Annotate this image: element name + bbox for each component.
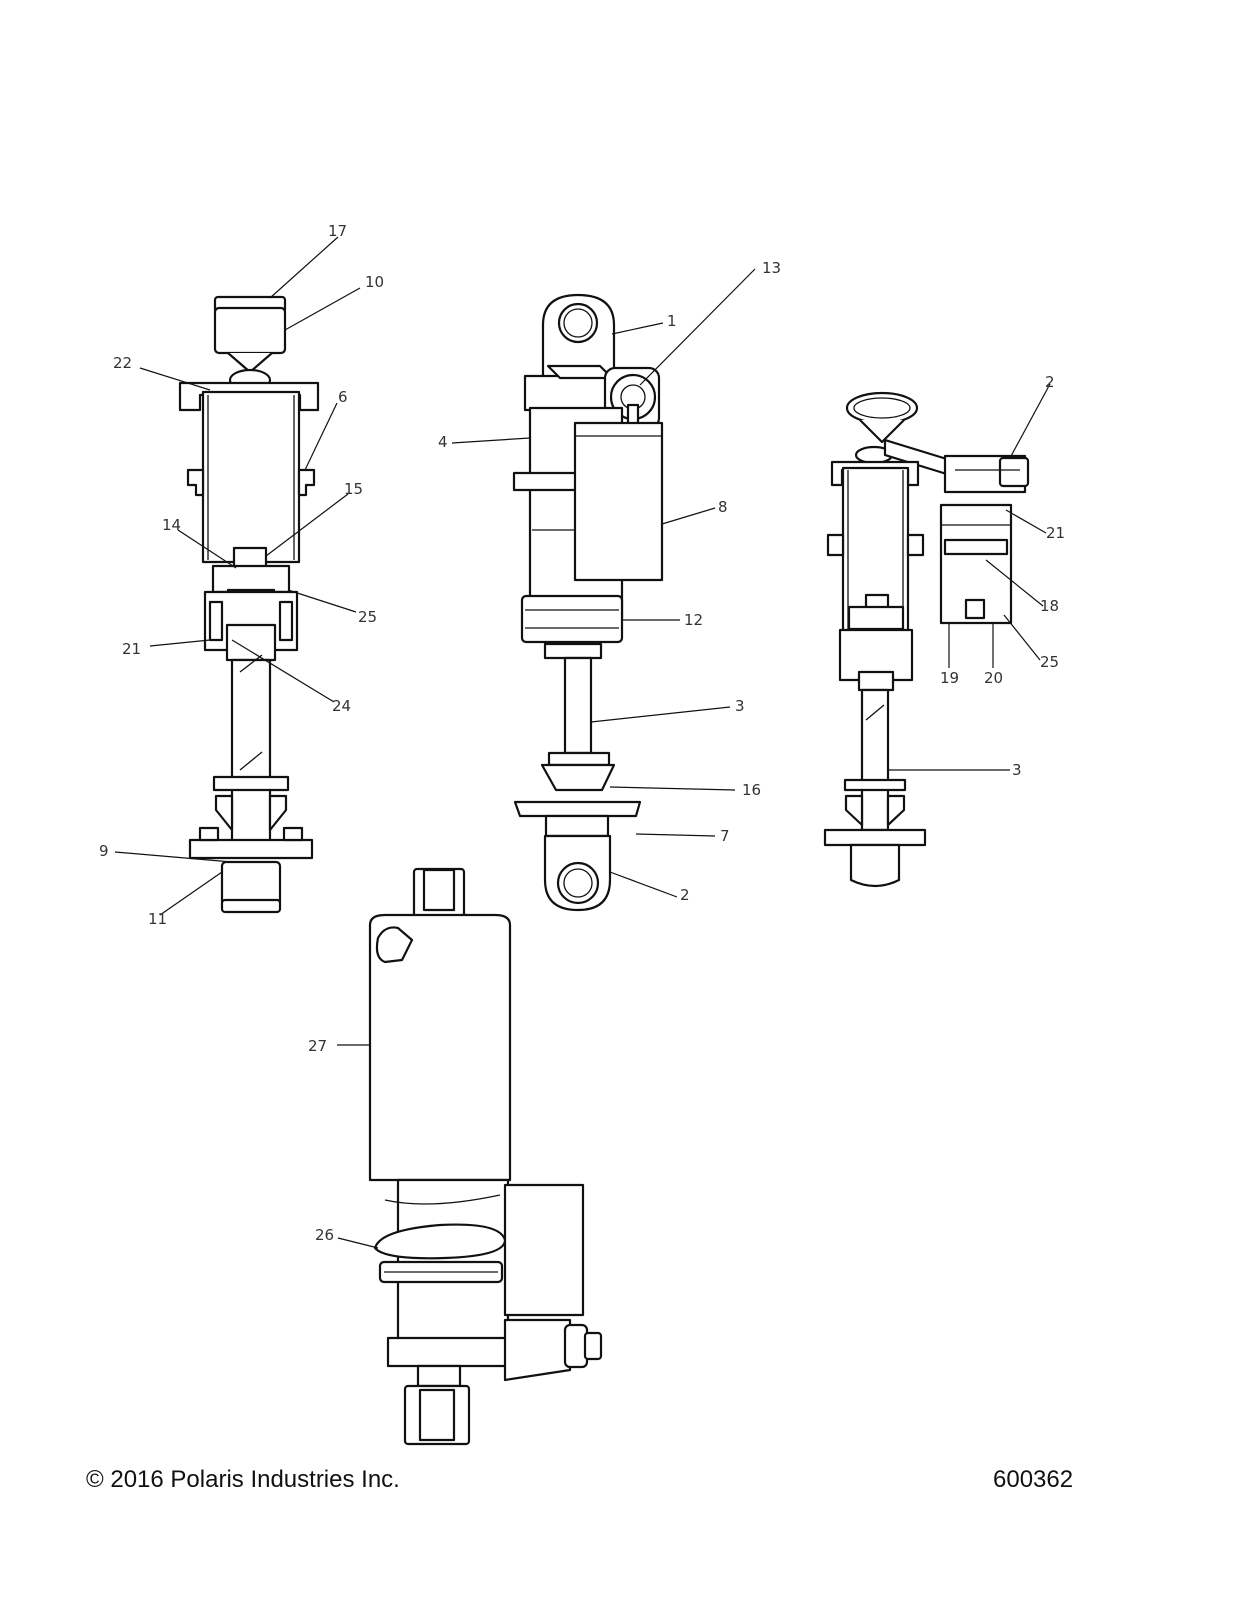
callout-8: 8	[718, 498, 728, 516]
callout-11: 11	[148, 910, 167, 928]
center-shock-assembled	[512, 293, 664, 912]
drawing-number: 600362	[993, 1466, 1074, 1493]
callout-22: 22	[113, 354, 132, 372]
callout-25-left: 25	[358, 608, 377, 626]
callout-9: 9	[99, 842, 109, 860]
callout-10: 10	[365, 273, 384, 291]
callout-16: 16	[742, 781, 761, 799]
callout-2-center: 2	[680, 886, 690, 904]
callout-labels: 17 10 22 6 15 14 25 21 24 9 11 1 13 4 8 …	[99, 222, 1065, 1244]
callout-24: 24	[332, 697, 351, 715]
callout-21-left: 21	[122, 640, 141, 658]
callout-2-right: 2	[1045, 373, 1055, 391]
callout-21-right: 21	[1046, 524, 1065, 542]
callout-26: 26	[315, 1226, 334, 1244]
callout-4: 4	[438, 433, 448, 451]
bottom-shock-assembled	[368, 867, 603, 1446]
right-shock-section	[823, 391, 1030, 888]
callout-18: 18	[1040, 597, 1059, 615]
callout-15: 15	[344, 480, 363, 498]
callout-6: 6	[338, 388, 348, 406]
callout-19: 19	[940, 669, 959, 687]
callout-20: 20	[984, 669, 1003, 687]
callout-17: 17	[328, 222, 347, 240]
callout-27: 27	[308, 1037, 327, 1055]
callout-7: 7	[720, 827, 730, 845]
left-shock-section	[178, 295, 320, 914]
callout-12: 12	[684, 611, 703, 629]
leader-lines	[114, 236, 1051, 1249]
callout-14: 14	[162, 516, 181, 534]
callout-13: 13	[762, 259, 781, 277]
copyright-notice: © 2016 Polaris Industries Inc.	[86, 1466, 400, 1493]
callout-3-right: 3	[1012, 761, 1022, 779]
callout-3-center: 3	[735, 697, 745, 715]
callout-1: 1	[667, 312, 677, 330]
callout-25-right: 25	[1040, 653, 1059, 671]
